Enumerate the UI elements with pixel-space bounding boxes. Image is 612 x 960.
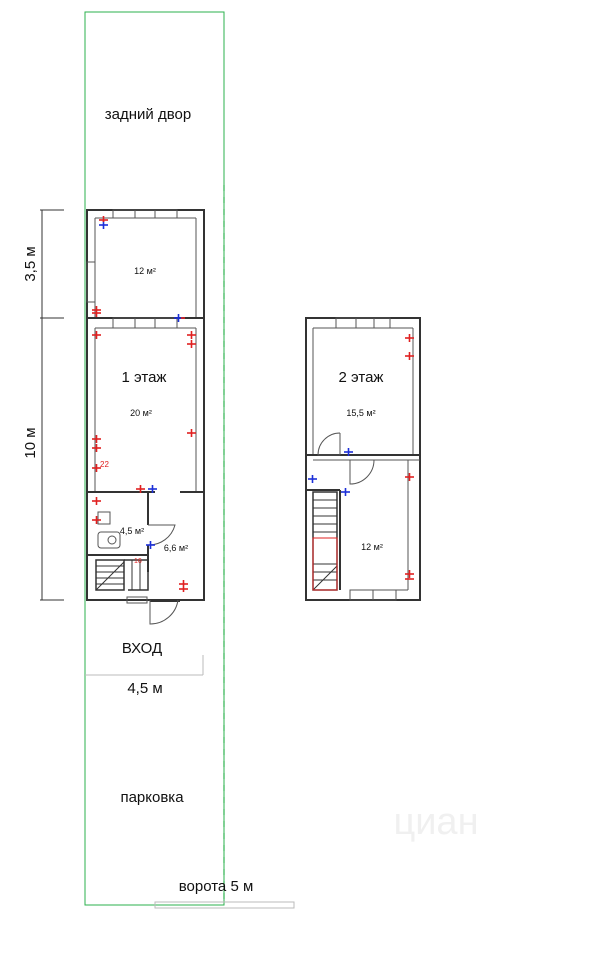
floor2-sockets bbox=[405, 334, 414, 580]
stairs-floor2 bbox=[312, 491, 338, 591]
watermark: циан bbox=[393, 801, 478, 843]
house-depth-dimension: 10 м bbox=[22, 427, 39, 458]
room-bottom2-area: 12 м² bbox=[361, 542, 383, 552]
stairs-floor1 bbox=[95, 559, 149, 591]
room-bath-area: 4,5 м² bbox=[120, 526, 144, 536]
floor1-plan bbox=[86, 209, 205, 625]
floor2-title: 2 этаж bbox=[339, 369, 384, 386]
width-dimension: 4,5 м bbox=[127, 680, 162, 697]
gate-marker bbox=[154, 901, 295, 909]
dimension-left bbox=[40, 209, 64, 601]
floor2-plan bbox=[305, 317, 421, 601]
floor1-title: 1 этаж bbox=[122, 369, 167, 386]
floor1-switches bbox=[99, 216, 185, 549]
mark-22: 22 bbox=[100, 460, 109, 469]
backyard-label: задний двор bbox=[105, 106, 191, 123]
mark-16: 16 bbox=[134, 558, 142, 565]
room-hall-area: 6,6 м² bbox=[164, 543, 188, 553]
room-back-area: 12 м² bbox=[134, 266, 156, 276]
room-main1-area: 20 м² bbox=[130, 408, 152, 418]
backyard-depth-dimension: 3,5 м bbox=[22, 246, 39, 281]
floor2-switches bbox=[308, 448, 353, 496]
parking-label: парковка bbox=[120, 789, 184, 806]
floor1-sockets bbox=[92, 306, 196, 592]
gate-label: ворота 5 м bbox=[179, 878, 254, 895]
stair-opening-highlight bbox=[312, 537, 338, 591]
room-top2-area: 15,5 м² bbox=[346, 408, 375, 418]
entrance-label: ВХОД bbox=[122, 640, 162, 657]
